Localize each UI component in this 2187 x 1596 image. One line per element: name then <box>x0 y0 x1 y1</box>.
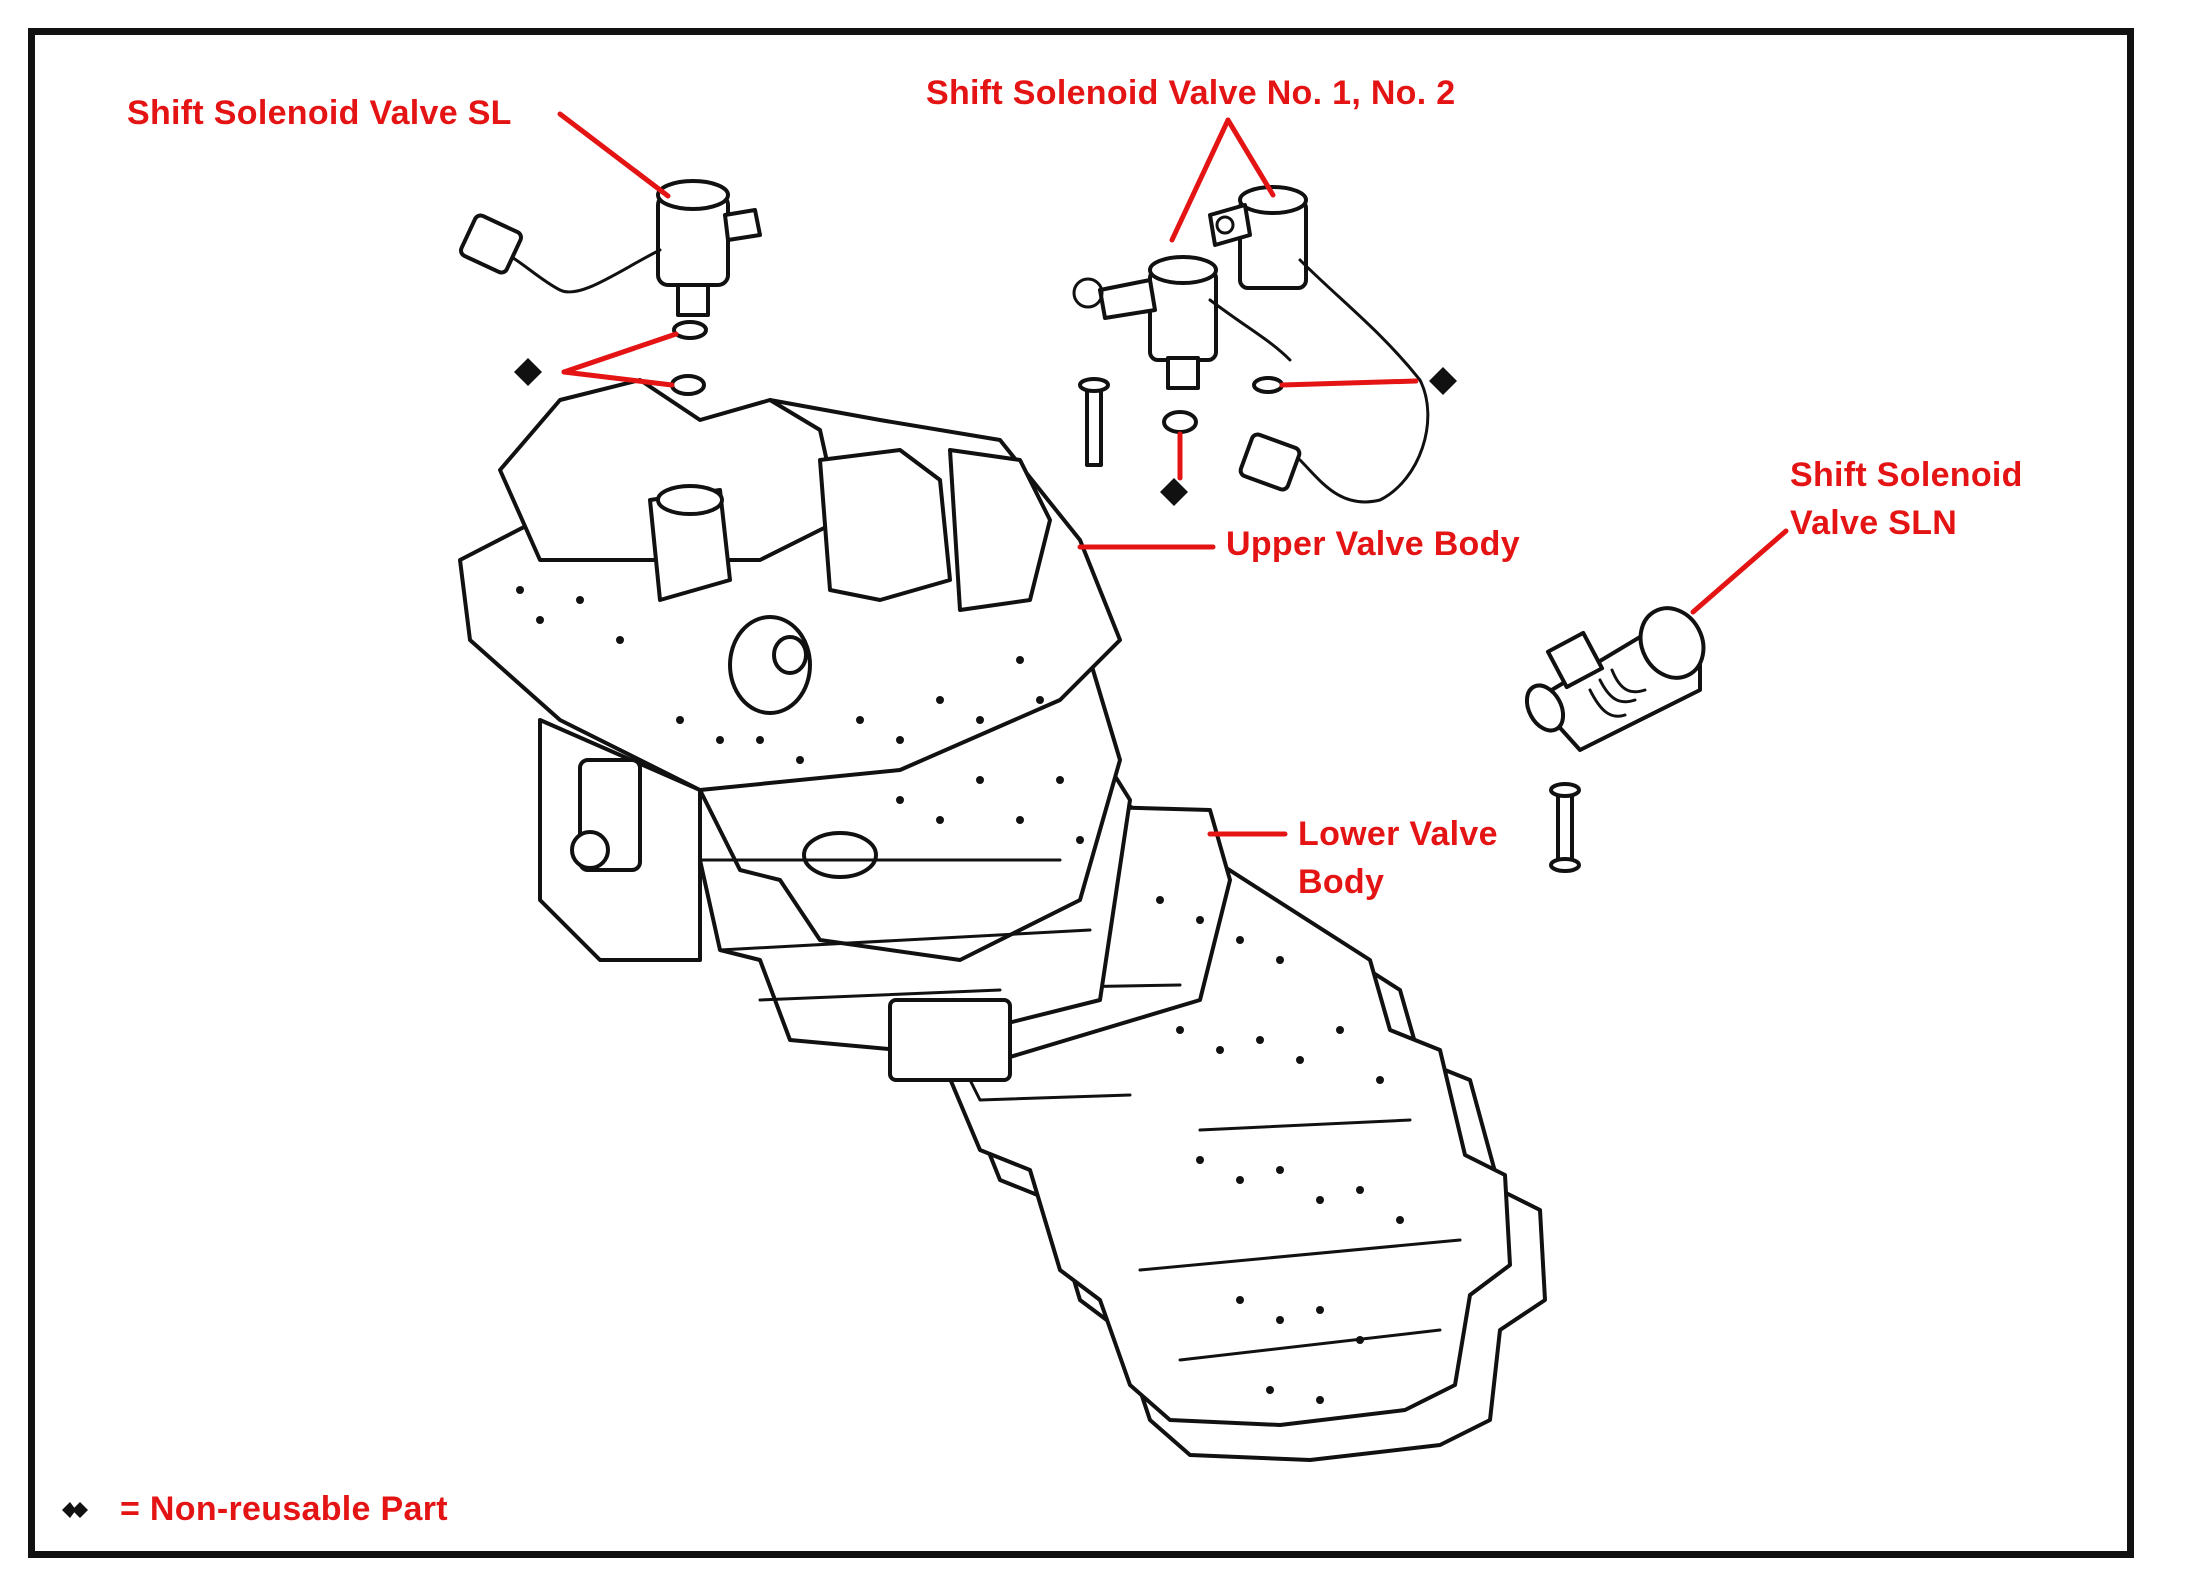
label-shift-solenoid-no1-no2: Shift Solenoid Valve No. 1, No. 2 <box>926 74 1456 112</box>
label-upper-valve-body: Upper Valve Body <box>1226 525 1520 563</box>
diamond-icon <box>1160 478 1188 506</box>
shift-solenoid-sln <box>1524 606 1706 873</box>
plate-holes <box>516 586 1404 1404</box>
label-lower-valve-body-line1: Lower Valve <box>1298 815 1498 853</box>
label-shift-solenoid-sln-line2: Valve SLN <box>1790 504 1958 542</box>
legend: = Non-reusable Part <box>58 1486 448 1533</box>
diamond-icon <box>1429 367 1457 395</box>
label-shift-solenoid-sl: Shift Solenoid Valve SL <box>127 94 512 132</box>
leader-lines <box>557 111 1789 837</box>
shift-solenoid-sl <box>459 179 762 396</box>
label-shift-solenoid-sln-line1: Shift Solenoid <box>1790 456 2023 494</box>
upper-valve-body <box>458 378 1132 1082</box>
diamond-icon <box>62 1501 88 1518</box>
shift-solenoid-no1-no2 <box>1072 185 1430 504</box>
non-reusable-markers <box>514 358 1457 506</box>
diamond-icon <box>514 358 542 386</box>
legend-text: = Non-reusable Part <box>120 1490 448 1528</box>
label-lower-valve-body-line2: Body <box>1298 863 1385 901</box>
